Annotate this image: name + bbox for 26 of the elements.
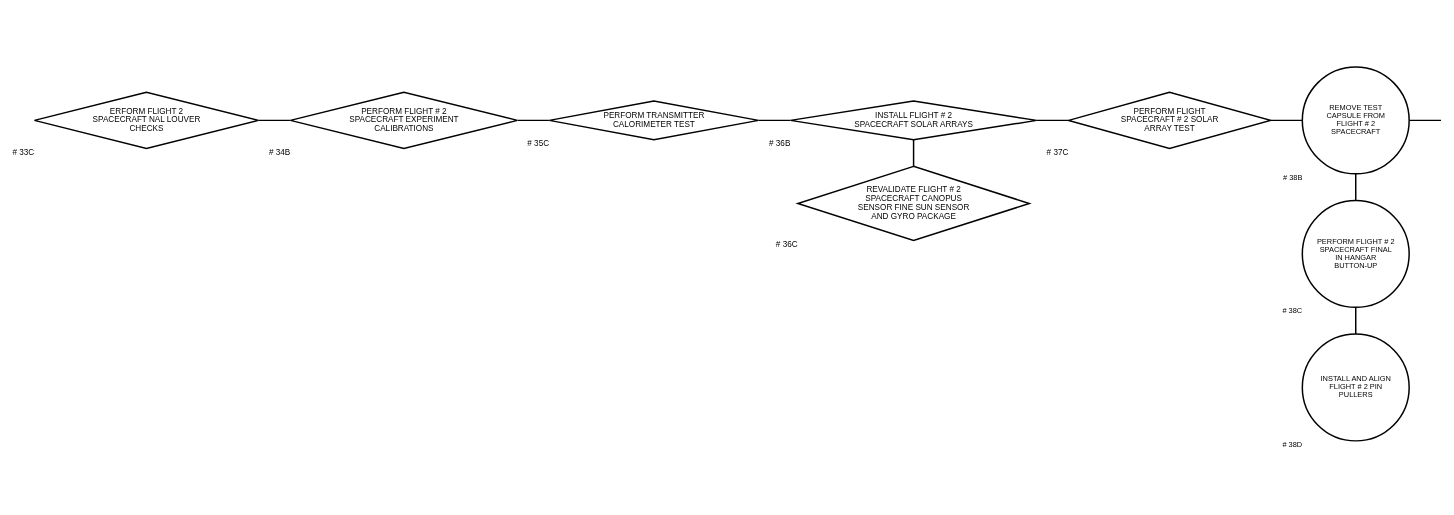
connector [912, 138, 915, 167]
node-diamond: PERFORM FLIGHT # 2 SPACECRAFT EXPERIMENT CALIBRATIONS [289, 90, 519, 149]
node-diamond: PERFORM TRANSMITTER CALORIMETER TEST [548, 99, 760, 140]
node-label: # 38B [1283, 172, 1303, 182]
connector [1355, 172, 1357, 201]
node-label: # 37C [1046, 147, 1069, 157]
connector [257, 119, 291, 121]
connector [1408, 119, 1442, 121]
node-label: # 34B [268, 147, 291, 157]
node-diamond: ERFORM FLIGHT 2 SPACECRAFT NAL LOUVER CHECKS [33, 90, 260, 149]
node-label: # 33C [12, 147, 35, 157]
node-label: # 38D [1282, 439, 1303, 449]
node-diamond: INSTALL FLIGHT # 2 SPACECRAFT SOLAR ARRAYS [789, 99, 1038, 140]
connector [1036, 119, 1070, 121]
node-diamond: REVALIDATE FLIGHT # 2 SPACECRAFT CANOPUS SENSOR FINE SUN SENSOR AND GYRO PACKAGE [795, 165, 1032, 241]
connector [516, 119, 550, 121]
node-circle: REMOVE TEST CAPSULE FROM FLIGHT # 2 SPACECRAFT [1301, 65, 1410, 175]
connector [1355, 306, 1357, 335]
node-label: # 38C [1282, 305, 1303, 315]
connector [757, 119, 791, 121]
node-label: # 36C [775, 239, 798, 249]
node-label: # 35C [527, 138, 550, 148]
connector [1269, 119, 1303, 121]
node-circle: INSTALL AND ALIGN FLIGHT # 2 PIN PULLERS [1301, 332, 1410, 442]
node-circle: PERFORM FLIGHT # 2 SPACECRAFT FINAL IN HANGAR BUTTON-UP [1301, 199, 1410, 308]
node-label: # 36B [769, 138, 791, 148]
